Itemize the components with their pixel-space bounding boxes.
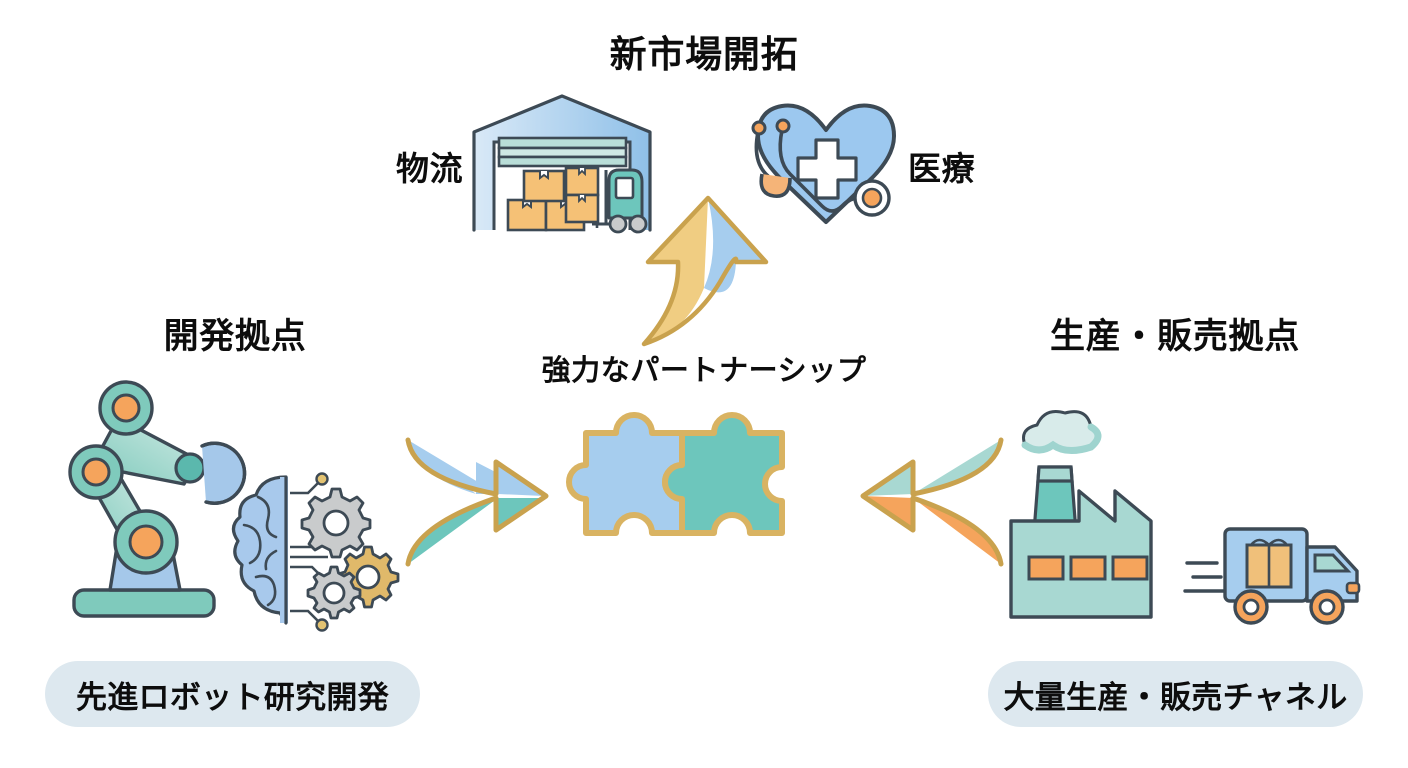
section-title-development-base: 開発拠点 (163, 317, 307, 357)
warehouse-forklift-icon (466, 90, 666, 235)
label-strong-partnership: 強力なパートナーシップ (541, 353, 867, 387)
section-title-production-sales-base: 生産・販売拠点 (1050, 317, 1300, 357)
page-title-new-market: 新市場開拓 (609, 33, 799, 76)
brain-gears-icon (228, 465, 400, 635)
pill-advanced-robot-rnd: 先進ロボット研究開発 (45, 661, 420, 727)
robot-arm-icon (58, 360, 248, 630)
heart-stethoscope-icon (728, 88, 908, 238)
factory-smokestack-icon (995, 385, 1225, 635)
curved-up-arrow-icon (630, 192, 780, 357)
two-piece-puzzle-icon (566, 385, 848, 615)
curved-left-pointing-arrow-icon (833, 432, 1013, 572)
pill-mass-production-sales-channel: 大量生産・販売チャネル (988, 661, 1363, 727)
label-logistics: 物流 (396, 149, 464, 188)
curved-right-pointing-arrow-icon (398, 432, 578, 572)
delivery-truck-icon (1183, 505, 1365, 640)
label-medical: 医療 (908, 149, 976, 188)
